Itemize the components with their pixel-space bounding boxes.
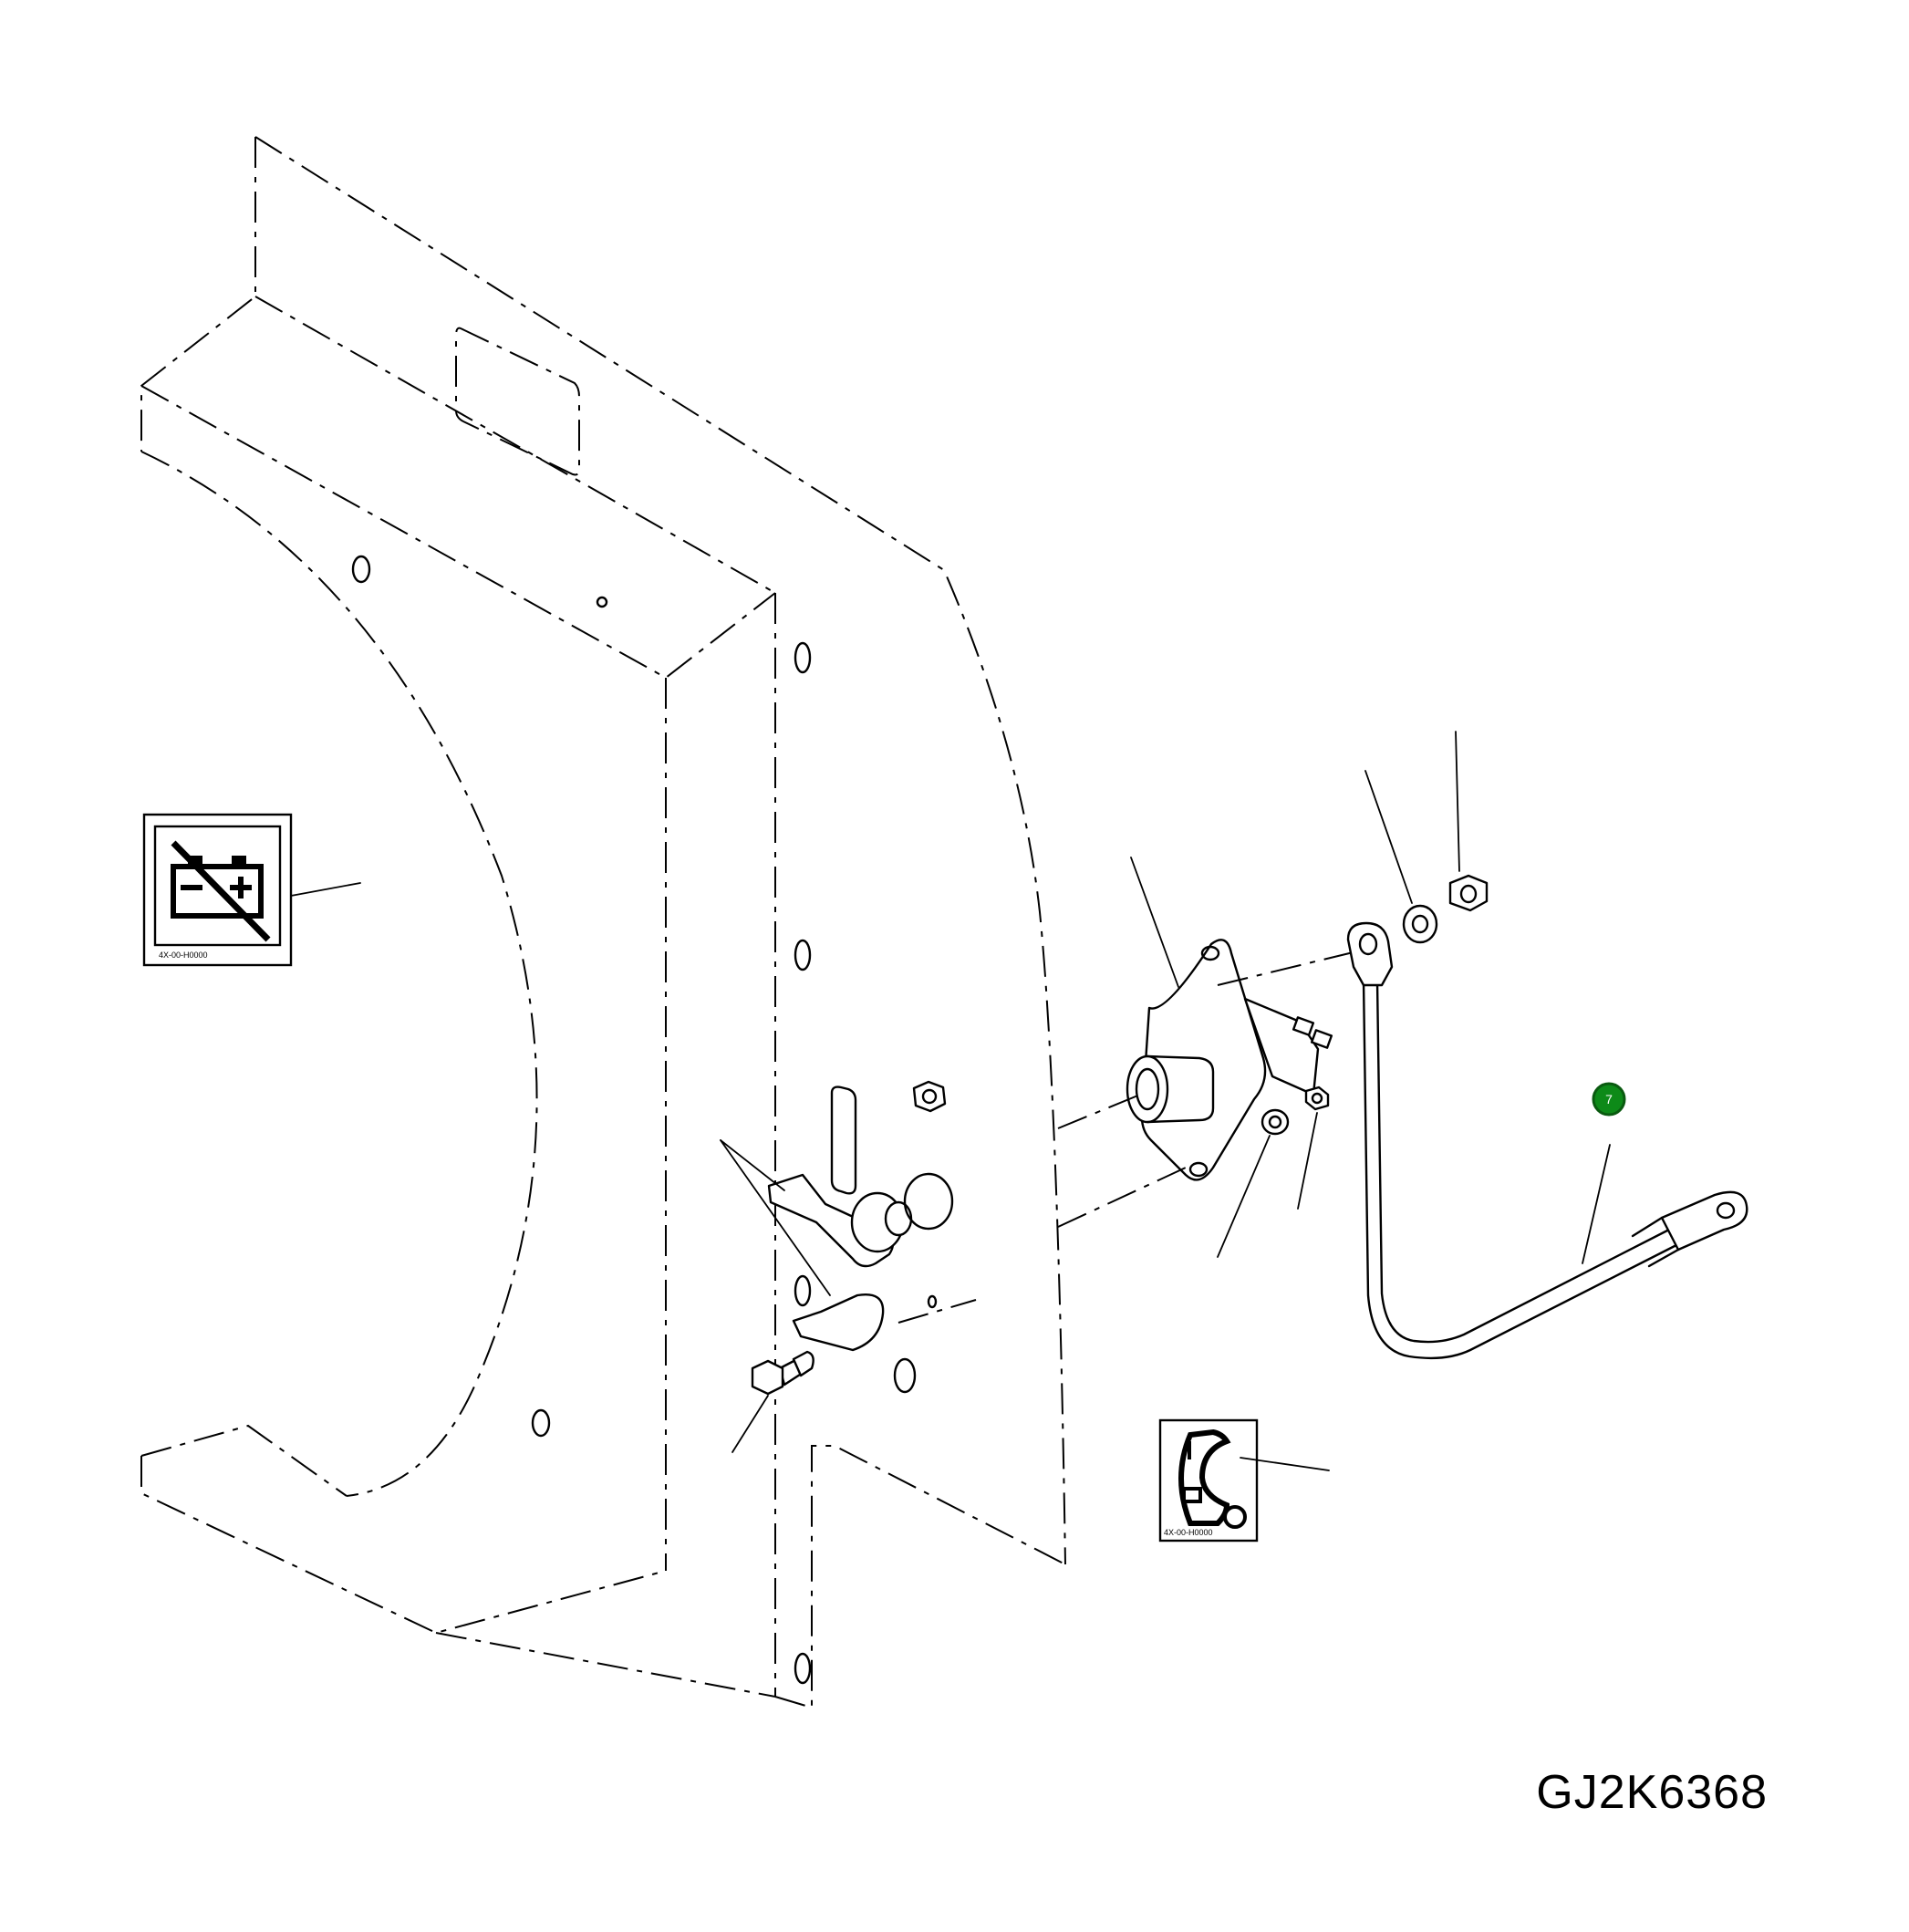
switch-fasteners [1217, 1085, 1330, 1258]
disconnect-switch [1126, 857, 1333, 1181]
switch-position-decal: 4X-00-H0000 [1158, 1418, 1330, 1542]
assembly-centerlines [897, 948, 1369, 1324]
handle-assembly [720, 1139, 954, 1352]
figure-id: GJ2K6368 [1536, 1766, 1768, 1819]
callout-marker-7[interactable]: 7 [1592, 1082, 1626, 1117]
switch-position-icon [1178, 1428, 1247, 1529]
switch-decal-code: 4X-00-H0000 [1164, 1528, 1213, 1537]
bolt [731, 1350, 814, 1453]
battery-cable [1346, 921, 1748, 1360]
battery-warning-icon [171, 840, 271, 942]
panel-outline [140, 136, 1066, 1709]
panel-nut [912, 1080, 947, 1113]
terminal-fasteners [1364, 731, 1489, 944]
battery-decal: 4X-00-H0000 [142, 813, 361, 967]
battery-decal-code: 4X-00-H0000 [159, 950, 208, 960]
callout-marker-label: 7 [1605, 1092, 1613, 1106]
